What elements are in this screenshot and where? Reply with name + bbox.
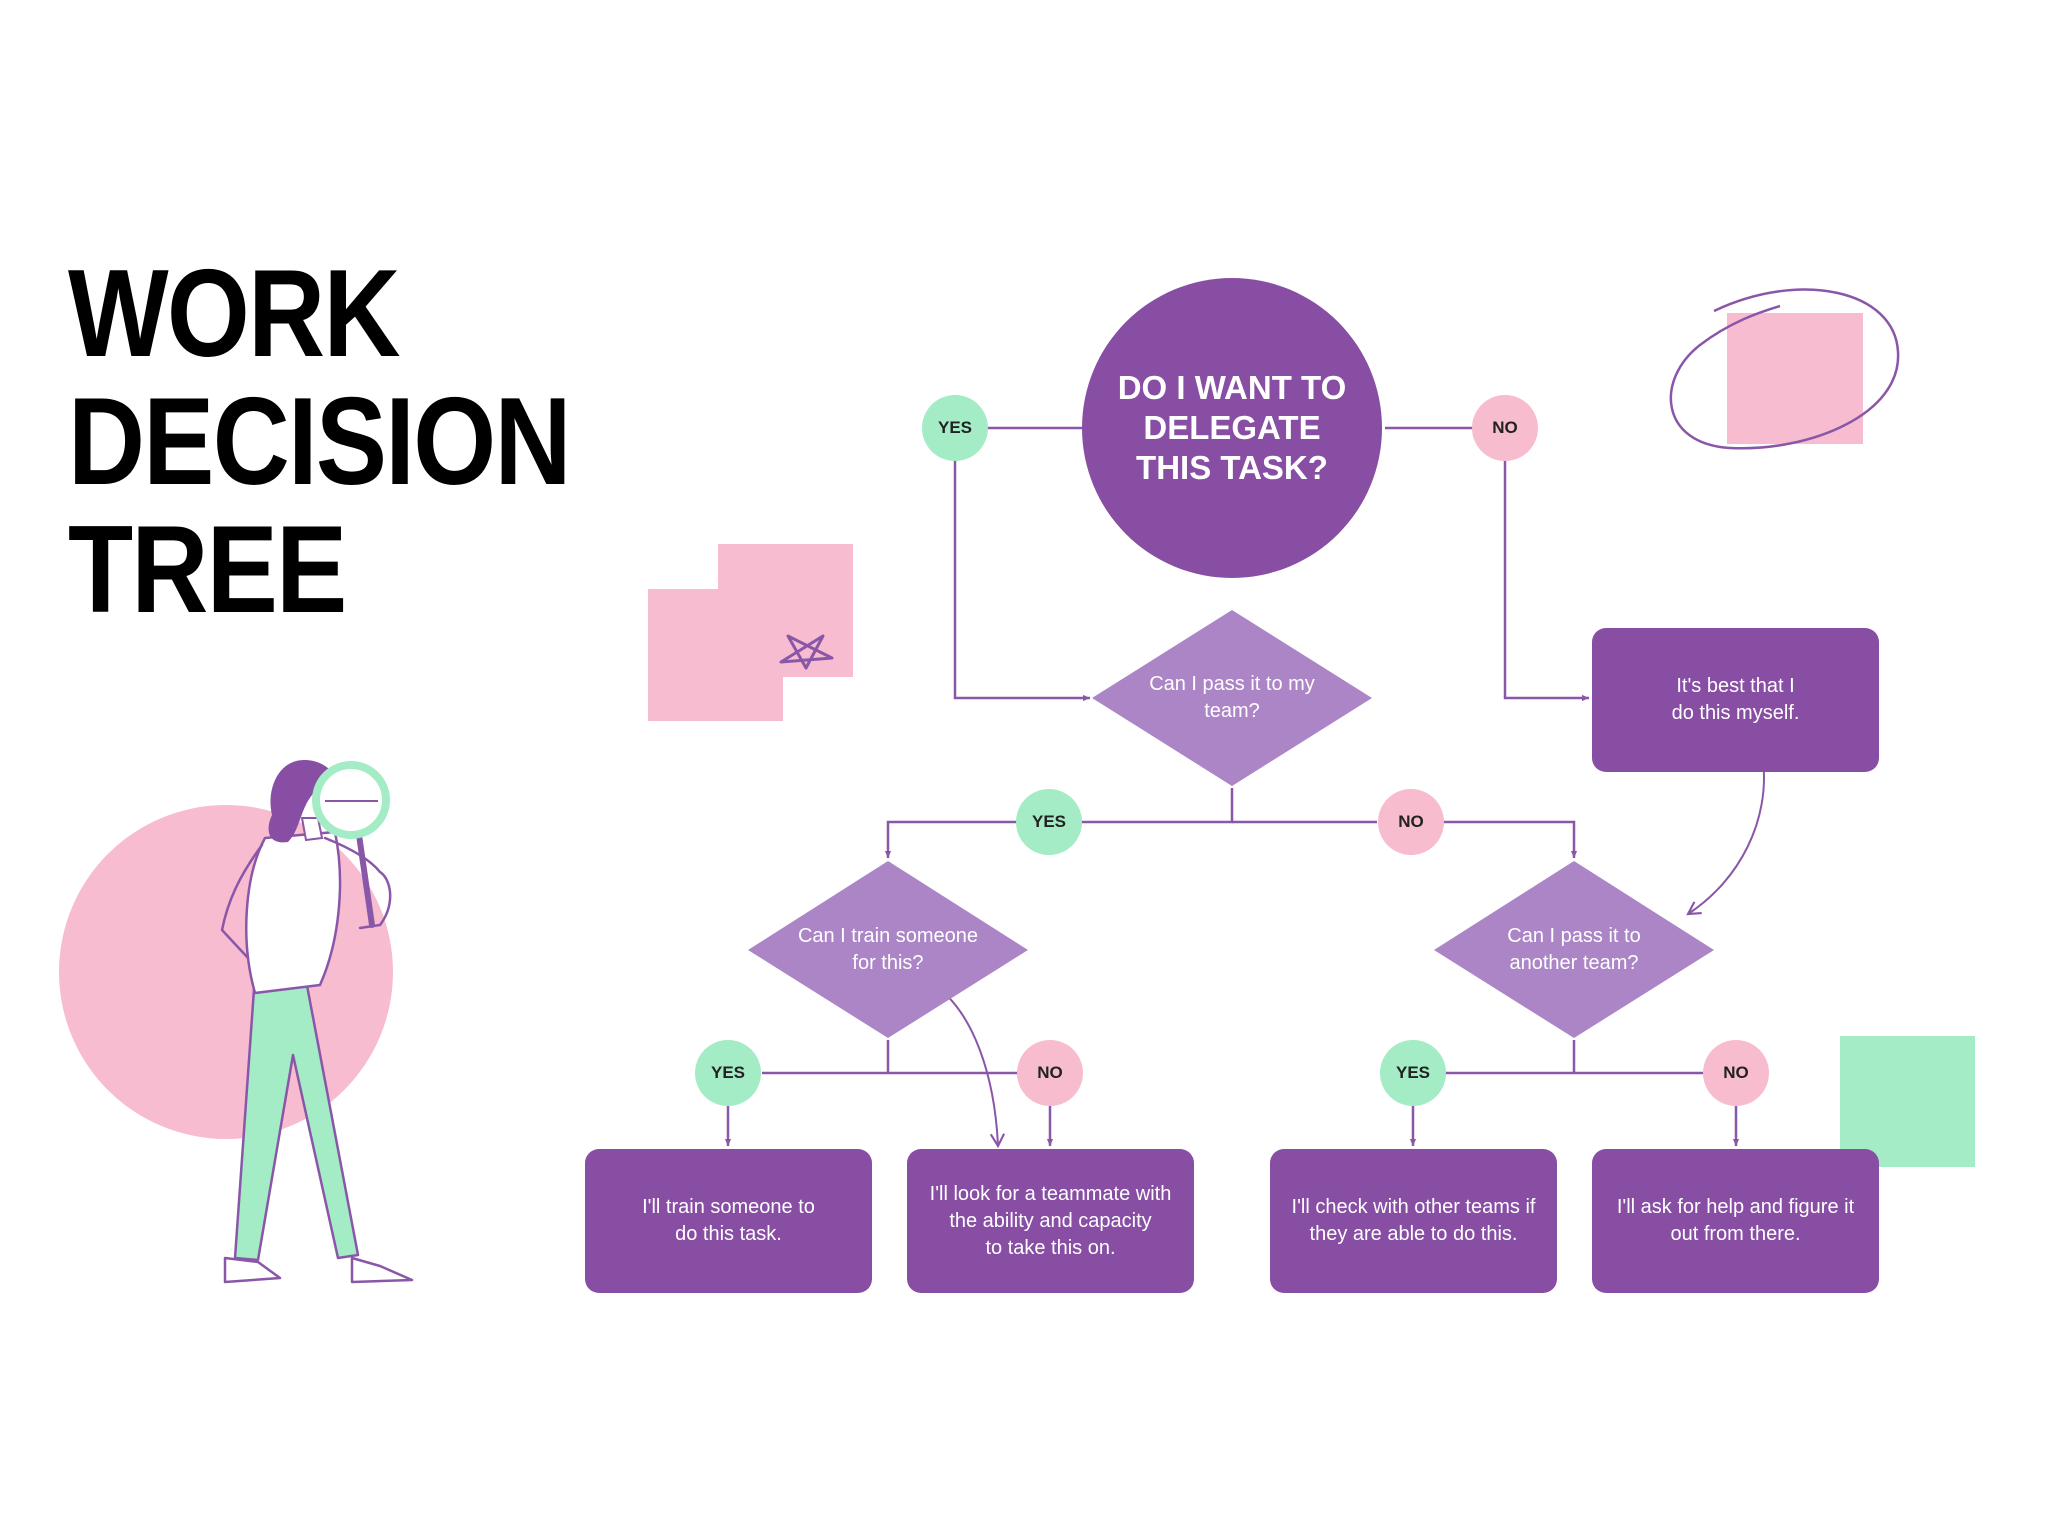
outcome-ask-help-box [1592,1149,1879,1293]
decision-another-team-diamond [1434,861,1714,1038]
title-line-1: WORK [68,245,400,383]
yes-pill-root-circle [922,395,988,461]
yes-pill-another-circle [1380,1040,1446,1106]
no-pill-root-circle [1472,395,1538,461]
magnifier-handle [355,825,375,928]
decision-train-text: Can I train someone for this? [797,925,979,974]
shoe-left [223,1256,282,1284]
decision-another-team-text: Can I pass it to another team? [1507,925,1641,974]
no-label-team: NO [1398,812,1424,831]
outcome-teammate-text: I'll look for a teammate with the abilit… [929,1182,1172,1259]
title-line-3: TREE [68,501,347,639]
person-torso [245,830,342,995]
decor-pink-square-right [1727,313,1863,444]
outcome-train-someone-box [585,1149,872,1293]
person-illustration [59,760,414,1284]
no-pill-another-circle [1703,1040,1769,1106]
outcome-other-teams-text: I'll check with other teams if they are … [1291,1196,1536,1245]
decor-square-front [648,589,783,721]
circle-doodle [1669,288,1900,450]
decision-pass-team-text: Can I pass it to my team? [1149,673,1315,722]
connector-split-yes-train [884,820,1072,858]
outcome-other-teams-box [1270,1149,1557,1293]
person-hair [268,760,330,843]
yes-label-root: YES [937,418,973,437]
no-label-train: NO [1037,1063,1063,1082]
person-legs [233,973,360,1262]
outcome-ask-help-text: I'll ask for help and figure it out from… [1616,1196,1855,1245]
curved-link-myself-another [1686,746,1770,916]
no-label-another: NO [1723,1063,1749,1082]
yes-pill-team-circle [1016,789,1082,855]
connector-no-myself [1503,458,1589,702]
person-neck [300,817,324,842]
decor-pink-squares [648,544,853,721]
root-question-text: DO I WANT TO DELEGATE THIS TASK? [1117,369,1347,486]
shoe-right [350,1256,414,1284]
no-label-root: NO [1492,418,1518,437]
outcome-train-someone-text: I'll train someone to do this task. [642,1196,815,1245]
outcome-myself-box [1592,628,1879,772]
no-pill-train-circle [1017,1040,1083,1106]
connector-yes-pass-team [953,458,1090,702]
page-title: WORK DECISION TREE [68,245,571,639]
curved-link-train-teammate [916,969,1006,1149]
decision-train-diamond [748,861,1028,1038]
title-line-2: DECISION [68,373,571,511]
outcome-teammate-box [907,1149,1194,1293]
root-question-circle [1082,278,1382,578]
decor-mint-square [1840,1036,1975,1167]
yes-pill-train-circle [695,1040,761,1106]
person-arm-right [323,836,392,930]
yes-label-team: YES [1031,812,1067,831]
pink-backdrop-circle [59,805,393,1139]
yes-label-train: YES [710,1063,746,1082]
outcome-myself-text: It's best that I do this myself. [1671,675,1800,724]
decision-pass-team-diamond [1092,610,1372,786]
no-pill-team-circle [1378,789,1444,855]
yes-label-another: YES [1395,1063,1431,1082]
connector-split-no-another [1437,820,1578,858]
star-doodle [779,634,834,670]
person-arm-left [220,843,264,960]
